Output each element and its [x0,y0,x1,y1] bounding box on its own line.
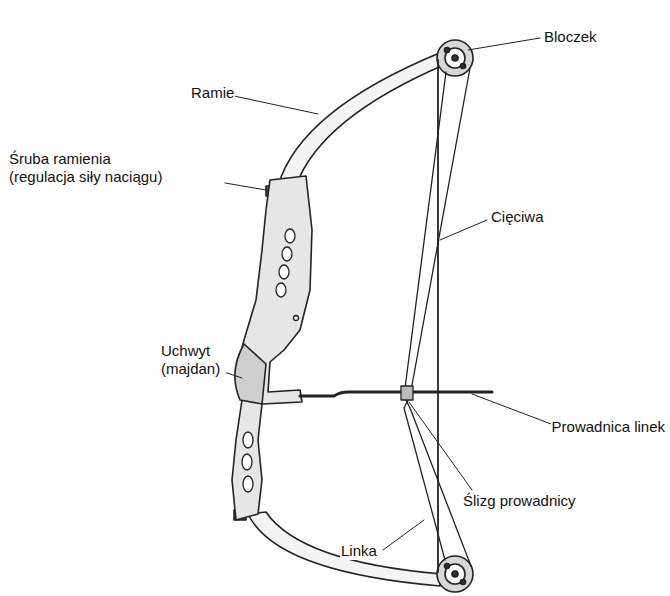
part-label: Śruba ramienia (regulacja siły naciągu) [8,150,170,186]
cable-slide [401,386,413,400]
leader-lines [212,38,551,550]
part-label: Bloczek [543,28,598,46]
lower-limb [248,512,442,586]
part-label: Uchwyt (majdan) [160,342,226,378]
part-label: Prowadnica linek [551,418,666,436]
bottom-cam [437,556,473,592]
cable [404,72,471,566]
part-label: Cięciwa [490,208,545,226]
riser [232,176,312,520]
grip [235,344,266,404]
part-label: Ślizg prowadnicy [462,492,577,510]
top-cam [437,40,473,76]
cable-guide-rod [300,392,492,396]
riser-windows [242,229,299,492]
upper-limb [278,52,446,186]
part-label: Linka [340,542,378,560]
part-label: Ramie [190,84,235,102]
